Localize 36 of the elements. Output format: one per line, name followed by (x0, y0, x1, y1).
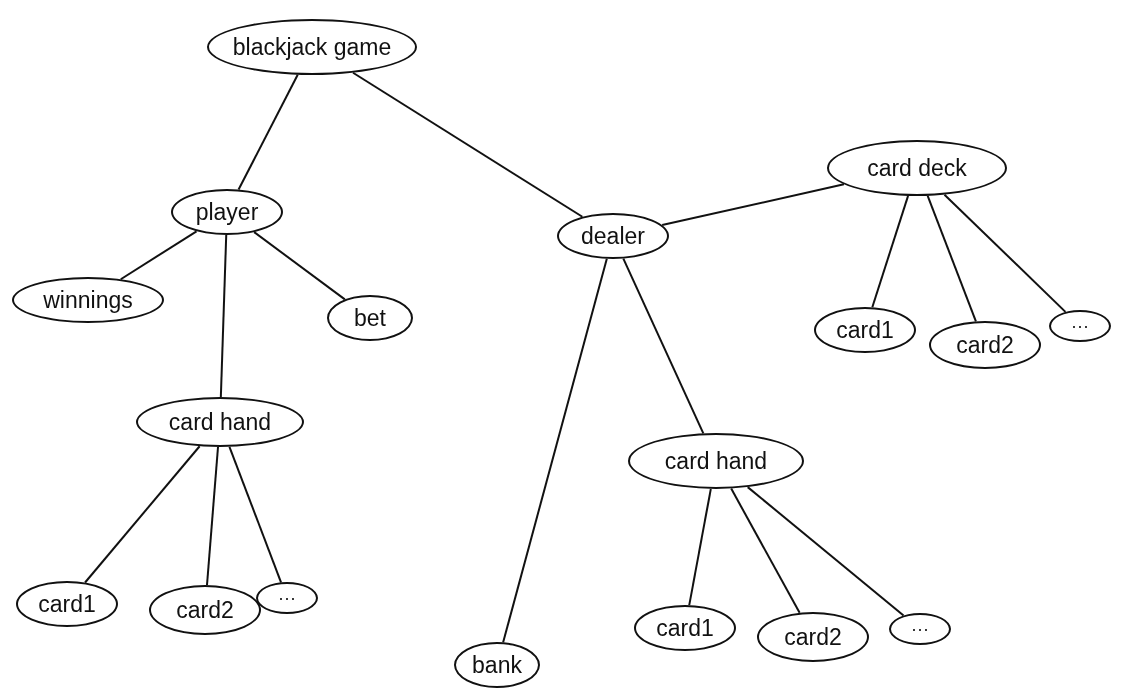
ellipsis-text: ··· (278, 589, 296, 607)
connector-line (688, 487, 712, 607)
node-label: blackjack game (232, 35, 392, 59)
node-label: card1 (656, 616, 714, 640)
node-label: card1 (836, 318, 894, 342)
connector-line (871, 194, 910, 309)
node-label: card2 (176, 598, 234, 622)
node-label: card2 (956, 333, 1014, 357)
connector-line (84, 445, 201, 584)
entity-oval (1049, 310, 1111, 342)
connector-line (661, 183, 845, 226)
connector-line (228, 445, 282, 584)
ellipsis-text: ··· (1071, 317, 1089, 335)
connector-line (622, 257, 705, 435)
node-label: player (195, 200, 259, 224)
node-label: card deck (867, 156, 967, 180)
connector-line (219, 234, 228, 398)
connector-line (502, 257, 608, 644)
node-label: winnings (43, 288, 133, 312)
node-label: card hand (168, 410, 272, 434)
connector-line (237, 73, 299, 191)
ellipsis-text: ··· (911, 620, 929, 638)
connector-line (926, 194, 977, 323)
entity-oval (256, 582, 318, 614)
connector-line (943, 193, 1067, 313)
node-label: bank (472, 653, 522, 677)
node-label: card hand (664, 449, 768, 473)
entity-oval (889, 613, 951, 645)
node-label: dealer (581, 224, 645, 248)
node-label: bet (354, 306, 386, 330)
entity-oval (557, 213, 669, 259)
node-label: card1 (38, 592, 96, 616)
connector-line (730, 487, 801, 614)
entity-oval (149, 585, 261, 635)
node-label: card2 (784, 625, 842, 649)
connector-line (206, 446, 219, 586)
